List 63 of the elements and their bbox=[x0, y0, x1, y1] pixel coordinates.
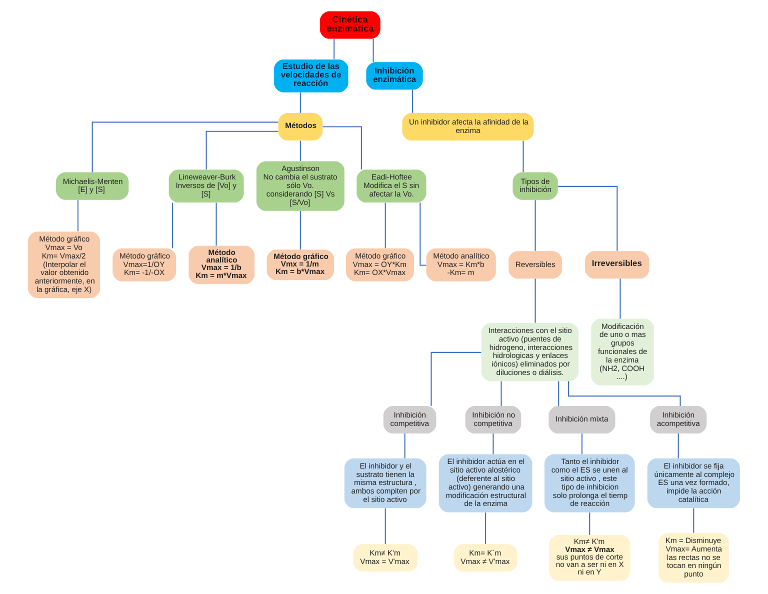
node-box: Irreversibles bbox=[585, 251, 650, 279]
connector bbox=[372, 38, 374, 62]
connector bbox=[558, 381, 560, 406]
connector bbox=[77, 200, 79, 232]
node-box: Método gráfico Vmax = Vo Km= Vmax/2 (Interpolar el valor obtenido anteriormente, en la gráfica, eje X) bbox=[28, 232, 100, 298]
node-box: Michaelis-Menten [E] y [S] bbox=[56, 172, 129, 200]
connector bbox=[412, 90, 414, 113]
node-box: Inhibición enzimática bbox=[366, 62, 423, 90]
connector bbox=[430, 352, 482, 406]
node-box: Un inhibidor afecta la afinidad de la enzima bbox=[402, 113, 534, 141]
node-box: El inhibidor y el sustrato tienen la misma estructura , ambos compiten por el sitio activo bbox=[344, 458, 426, 508]
connector bbox=[693, 508, 694, 533]
node-box: Inhibición mixta bbox=[548, 406, 616, 434]
connector bbox=[558, 186, 618, 251]
connector bbox=[384, 508, 386, 544]
connector bbox=[404, 434, 406, 458]
connector bbox=[300, 140, 301, 161]
node-box: Métodos bbox=[278, 113, 323, 141]
node-box: Inhibición no competitiva bbox=[465, 406, 522, 434]
node-box: Estudio de las velocidades de reacción bbox=[274, 59, 348, 92]
connector bbox=[420, 202, 426, 266]
connector bbox=[500, 381, 502, 406]
node-box: Método analítico Vmax = 1/b Km = m*Vmax bbox=[188, 246, 255, 284]
node-box: El inhibidor actúa en el sitio activo alostérico (deferente al sitio activo) generando una modificación estructural de la enzima bbox=[438, 454, 532, 512]
connector bbox=[172, 202, 173, 248]
node-box: Km≠ K'm Vmax = V'max bbox=[353, 544, 418, 572]
node-box: Reversibles bbox=[508, 251, 562, 279]
connector bbox=[589, 512, 590, 535]
connector bbox=[485, 512, 486, 544]
node-box: Inhibición acompetitiva bbox=[650, 406, 707, 434]
node-box: Agustinson No cambia el sustrato sólo Vo. considerando [S] Vs [S/Vo] bbox=[256, 161, 344, 211]
connector bbox=[581, 434, 582, 454]
node-box: Método gráfico Vmx = 1/m Km = b*Vmax bbox=[266, 250, 334, 280]
connector bbox=[534, 278, 536, 323]
connector bbox=[568, 381, 681, 406]
node-box: Km≠ K'm Vmax ≠ Vmax sus puntos de corte no van a ser ni en X ni en Y bbox=[549, 534, 630, 581]
connector bbox=[678, 434, 679, 458]
node-box: Método gráfico Vmax = OY*Km Km= OX*Vmax bbox=[346, 248, 414, 282]
connector bbox=[322, 126, 362, 170]
connector bbox=[92, 122, 278, 172]
node-box: Lineweaver-Burk Inversos de [Vo] y [S] bbox=[168, 170, 244, 203]
node-box: Tanto el inhibidor como el ES se unen al sitio activo , este tipo de inhibicion solo prolonga el tiemp de reacción bbox=[544, 454, 635, 512]
node-box: Km= K´m Vmax ≠ V'max bbox=[454, 544, 518, 572]
node-box: Método analítico Vmax = Km*b -Km= m bbox=[426, 248, 496, 282]
node-box: Inhibición competitiva bbox=[383, 406, 436, 434]
node-box: Interacciones con el sitio activo (puentes de hidrogeno, interacciones hidrologicas y enlaces iónicos) eliminados por diluciones o diálisis. bbox=[481, 323, 579, 382]
node-box: Modificación de uno o mas grupos funcionales de la enzima (NH2, COOH ....) bbox=[591, 318, 654, 386]
connector bbox=[300, 211, 301, 250]
node-box: Método gráfico Vmax=1/OY Km= -1/-OX bbox=[112, 248, 176, 282]
node-box: El inhibidor se fija únicamente al complejo ES una vez formado, impide la acción catalítica bbox=[647, 458, 740, 508]
connector bbox=[384, 202, 386, 248]
node-box: Eadi-Hoftee Modifica el S sin afectar la Vo. bbox=[356, 170, 426, 203]
connector bbox=[522, 140, 524, 172]
connector bbox=[534, 200, 536, 251]
connector bbox=[492, 434, 494, 454]
node-box: Tipos de inhibición bbox=[512, 172, 558, 200]
connector bbox=[300, 92, 301, 113]
connector bbox=[334, 38, 335, 60]
connector bbox=[216, 202, 217, 246]
node-box: Cinética enzimática bbox=[320, 11, 380, 39]
node-box: Km = Disminuye Vmax= Aumenta las rectas no se tocan en ningún punto bbox=[658, 533, 729, 583]
connector bbox=[206, 130, 278, 170]
connector bbox=[620, 278, 621, 319]
